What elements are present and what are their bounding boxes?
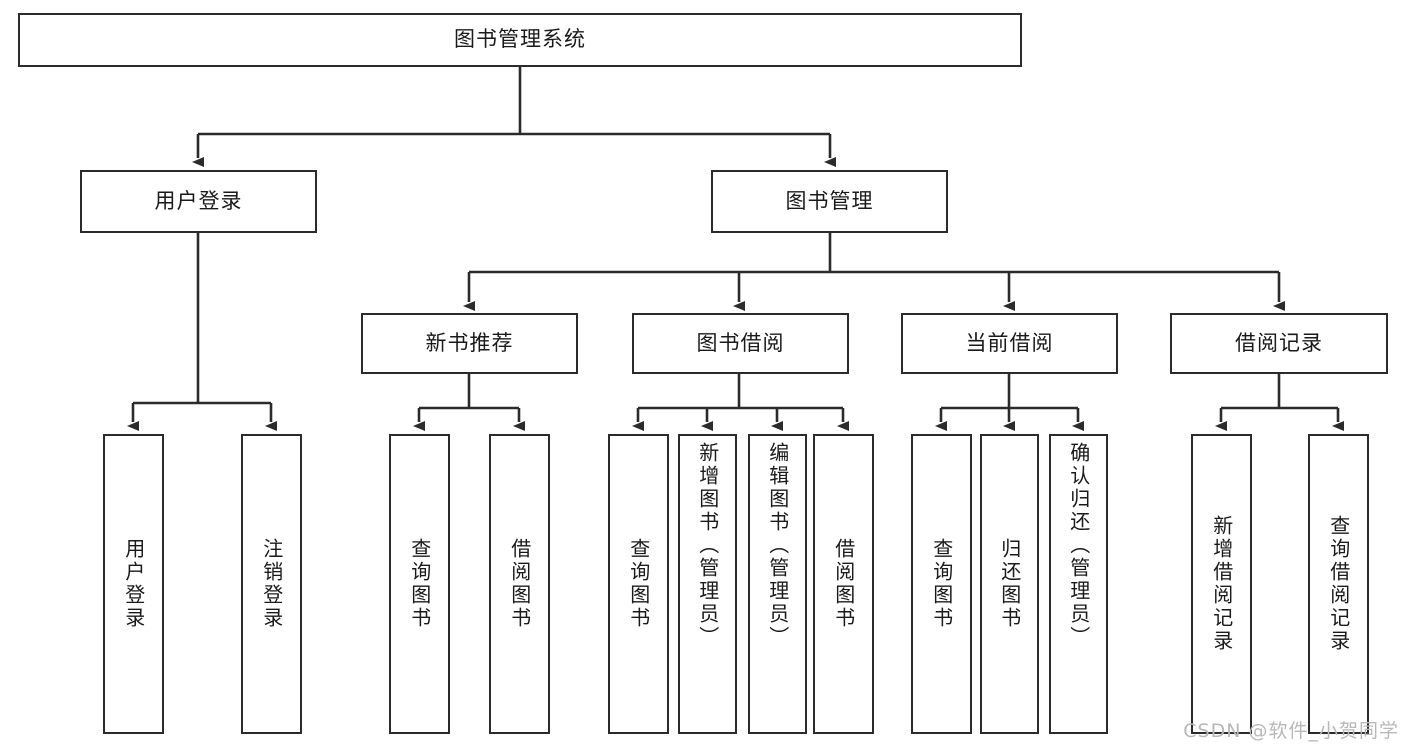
- node-root-book-management-system[interactable]: 图书管理系统: [18, 13, 1022, 67]
- node-leaf-query-book-2[interactable]: 查询图书: [608, 434, 669, 734]
- csdn-watermark: CSDN @软件_小贺同学: [1183, 720, 1399, 742]
- node-label: 查询借阅记录: [1326, 515, 1351, 653]
- node-leaf-query-book-3[interactable]: 查询图书: [911, 434, 972, 734]
- node-leaf-borrow-book-2[interactable]: 借阅图书: [813, 434, 874, 734]
- node-leaf-logout-login[interactable]: 注销登录: [241, 434, 302, 734]
- node-leaf-user-login[interactable]: 用户登录: [103, 434, 164, 734]
- node-borrow-record[interactable]: 借阅记录: [1170, 313, 1388, 374]
- node-leaf-borrow-book-1[interactable]: 借阅图书: [489, 434, 550, 734]
- node-book-manage[interactable]: 图书管理: [711, 170, 948, 233]
- node-label: 借阅记录: [1235, 330, 1323, 355]
- node-label: 归还图书: [997, 538, 1022, 630]
- node-label: 图书管理系统: [454, 27, 586, 52]
- node-label: 图书管理: [785, 188, 874, 213]
- node-leaf-return-book[interactable]: 归还图书: [980, 434, 1039, 734]
- node-leaf-query-record[interactable]: 查询借阅记录: [1308, 434, 1369, 734]
- node-label: 确认归还（管理员）: [1066, 442, 1091, 649]
- node-label: 查询图书: [929, 538, 954, 630]
- node-label: 用户登录: [154, 188, 243, 213]
- node-book-borrow[interactable]: 图书借阅: [632, 313, 849, 374]
- node-label: 编辑图书（管理员）: [765, 442, 790, 649]
- node-label: 借阅图书: [831, 538, 856, 630]
- node-leaf-edit-book[interactable]: 编辑图书（管理员）: [748, 434, 807, 734]
- node-leaf-confirm-return[interactable]: 确认归还（管理员）: [1049, 434, 1108, 734]
- node-leaf-query-book-1[interactable]: 查询图书: [389, 434, 450, 734]
- node-label: 查询图书: [407, 538, 432, 630]
- node-label: 注销登录: [259, 538, 284, 630]
- node-leaf-add-book[interactable]: 新增图书（管理员）: [678, 434, 737, 734]
- node-label: 新增借阅记录: [1209, 515, 1234, 653]
- node-leaf-add-record[interactable]: 新增借阅记录: [1191, 434, 1252, 734]
- node-label: 查询图书: [626, 538, 651, 630]
- node-label: 新书推荐: [425, 330, 514, 355]
- node-label: 借阅图书: [507, 538, 532, 630]
- node-user-login[interactable]: 用户登录: [80, 170, 317, 233]
- node-label: 用户登录: [121, 538, 146, 630]
- node-label: 新增图书（管理员）: [695, 442, 720, 649]
- node-label: 当前借阅: [965, 330, 1054, 355]
- node-new-book-recommend[interactable]: 新书推荐: [361, 313, 578, 374]
- node-label: 图书借阅: [696, 330, 785, 355]
- node-current-borrow[interactable]: 当前借阅: [901, 313, 1118, 374]
